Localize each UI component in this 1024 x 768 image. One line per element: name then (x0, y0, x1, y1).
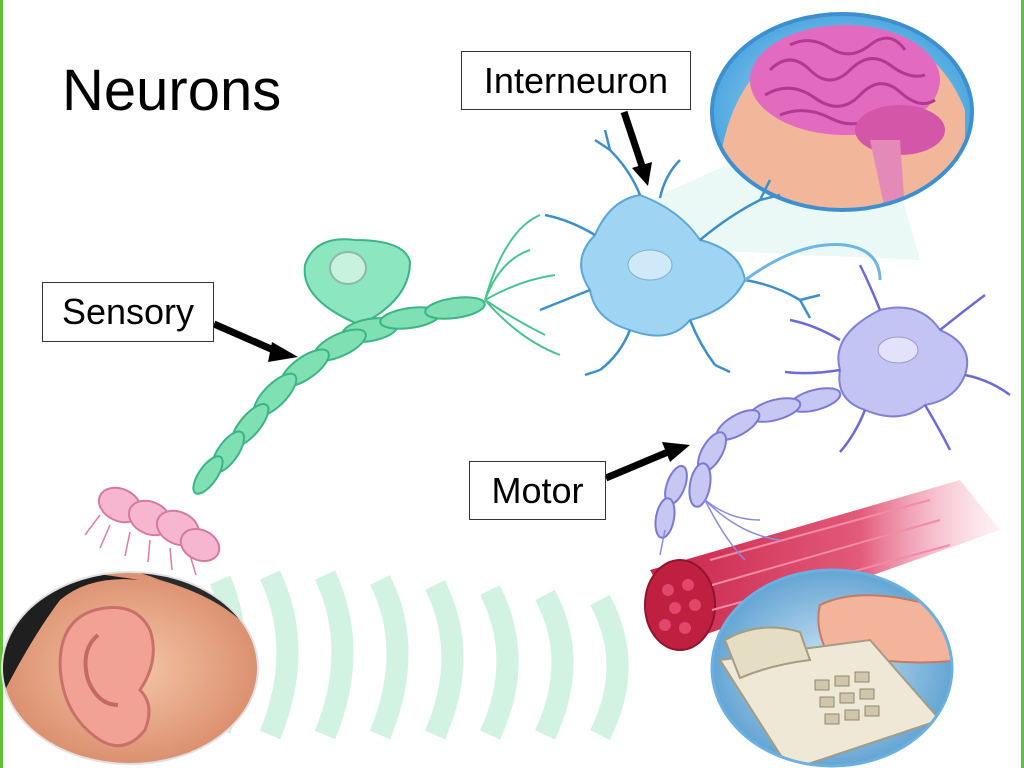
brain-inset (712, 14, 972, 210)
motor-neuron-cell (784, 264, 1011, 453)
interneuron-axon (744, 242, 882, 282)
phone-inset (712, 570, 952, 766)
sensory-neuron (192, 238, 486, 495)
motor-nerve-endings (659, 499, 781, 561)
ear-icon (58, 606, 155, 748)
motor-axon (654, 387, 842, 539)
interneuron-cell (539, 129, 821, 377)
arrow-motor (604, 442, 690, 482)
sensory-label: Sensory (42, 282, 214, 342)
interneuron-label: Interneuron (461, 51, 691, 110)
slide-edge-left (0, 0, 3, 768)
arrow-interneuron (620, 110, 652, 186)
muscle-bundle (644, 480, 1000, 651)
sound-waves (209, 570, 629, 740)
sensory-terminal-branches (484, 214, 561, 356)
slide-title: Neurons (62, 58, 282, 123)
motor-label: Motor (469, 461, 606, 520)
slide-edge-right (1021, 0, 1024, 768)
arrow-sensory (212, 320, 298, 362)
receptor-cells (97, 486, 221, 563)
